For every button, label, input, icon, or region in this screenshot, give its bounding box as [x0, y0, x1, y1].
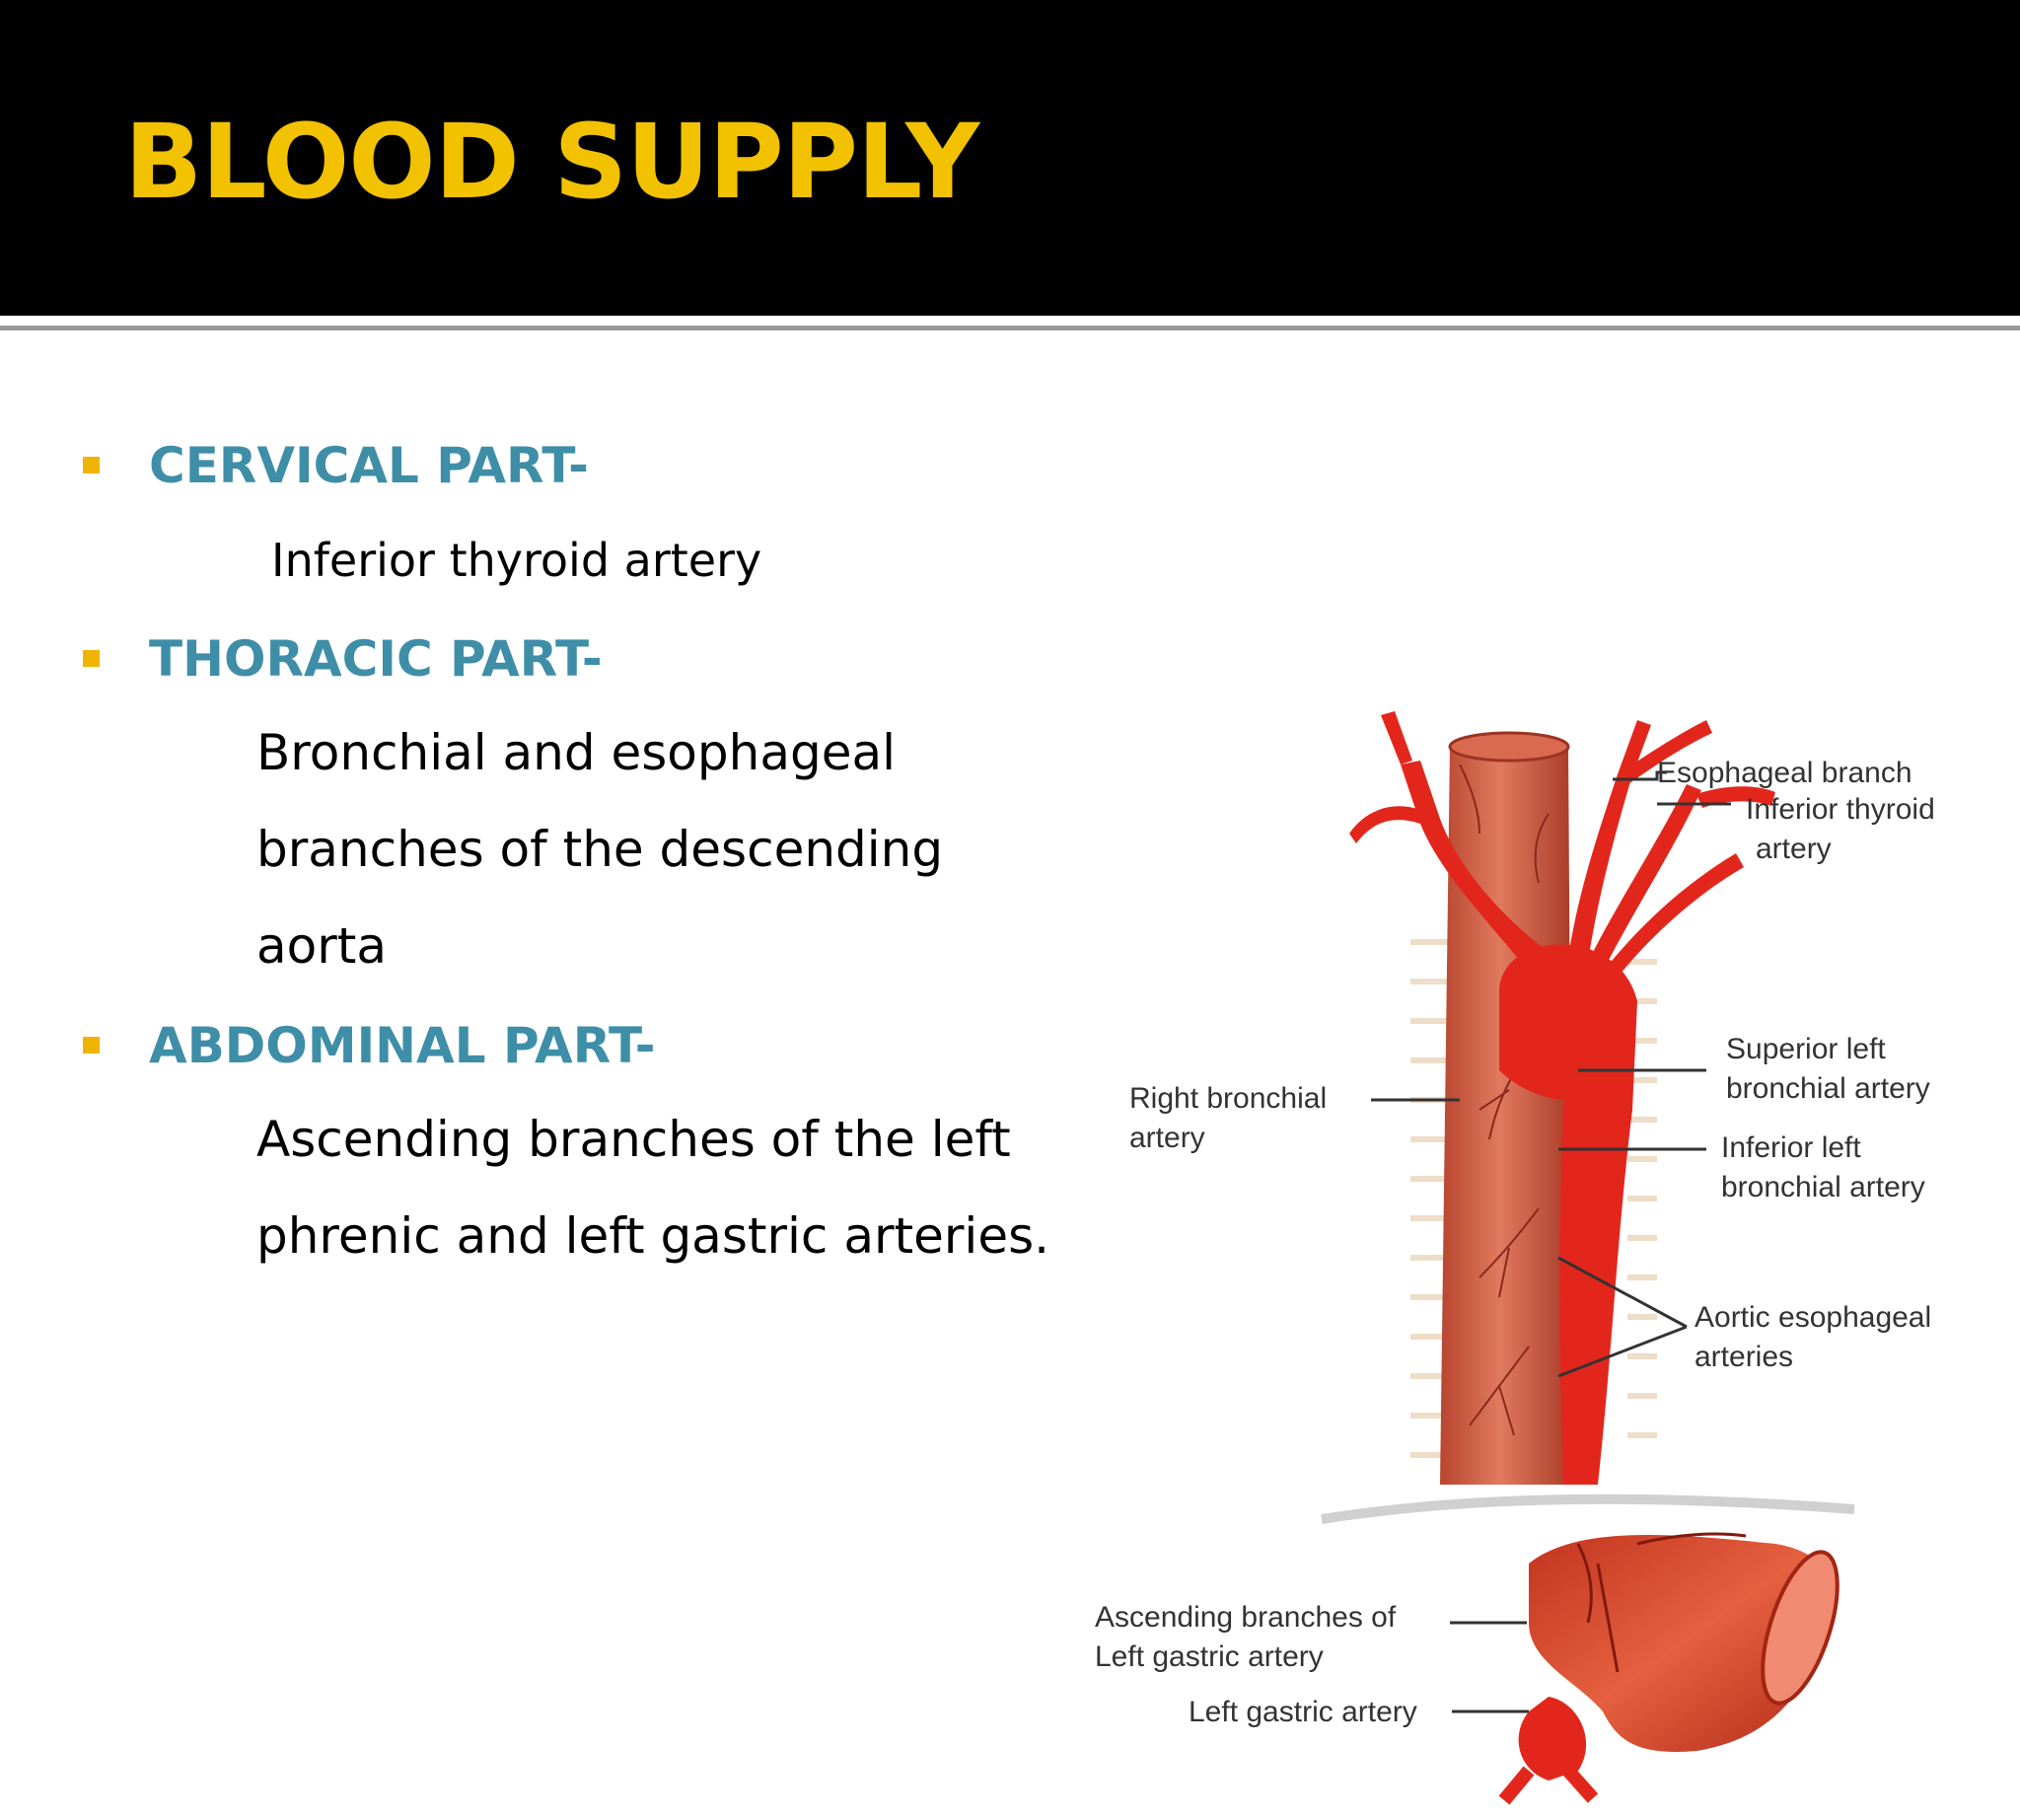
label-right-bronchial-1: Right bronchial	[1129, 1082, 1327, 1115]
label-inferior-left-2: bronchial artery	[1721, 1171, 1925, 1203]
label-aortic-esophageal-2: arteries	[1695, 1341, 1793, 1373]
heading-text: THORACIC PART-	[149, 630, 603, 688]
heading-text: ABDOMINAL PART-	[149, 1017, 656, 1074]
bullet-square-icon	[83, 1037, 100, 1054]
slide-title: BLOOD SUPPLY	[124, 102, 979, 222]
label-right-bronchial-2: artery	[1129, 1122, 1205, 1154]
title-bar: BLOOD SUPPLY	[0, 0, 2020, 316]
section-heading-thoracic: THORACIC PART-	[83, 634, 603, 684]
label-inferior-left-1: Inferior left	[1721, 1131, 1861, 1164]
section-line: aorta	[256, 917, 388, 975]
section-line: branches of the descending	[256, 821, 944, 878]
bullet-square-icon	[83, 650, 100, 667]
section-line: Bronchial and esophageal	[256, 724, 896, 781]
section-line: Ascending branches of the left	[256, 1111, 1011, 1168]
label-inferior-thyroid-2: artery	[1756, 833, 1832, 865]
label-aortic-esophageal-1: Aortic esophageal	[1695, 1301, 1931, 1334]
label-esophageal-branch: Esophageal branch	[1657, 757, 1912, 789]
diagram-illustration: Esophageal branch Inferior thyroid arter…	[1095, 711, 1935, 1805]
esophagus-blood-supply-diagram: Esophageal branch Inferior thyroid arter…	[1065, 676, 2020, 1820]
section-heading-cervical: CERVICAL PART-	[83, 441, 589, 490]
slide-content: CERVICAL PART- Inferior thyroid artery T…	[0, 330, 2020, 1805]
title-divider-white	[0, 316, 2020, 326]
section-heading-abdominal: ABDOMINAL PART-	[83, 1021, 656, 1070]
bullet-square-icon	[83, 457, 100, 473]
label-left-gastric: Left gastric artery	[1189, 1696, 1417, 1728]
label-ascending-gastric-2: Left gastric artery	[1095, 1640, 1324, 1673]
label-superior-left-1: Superior left	[1726, 1033, 1886, 1065]
section-line: phrenic and left gastric arteries.	[256, 1207, 1050, 1265]
title-divider-grey	[0, 326, 2020, 330]
label-superior-left-2: bronchial artery	[1726, 1072, 1930, 1105]
label-ascending-gastric-1: Ascending branches of	[1095, 1601, 1397, 1634]
aorta	[1349, 711, 1775, 1485]
stomach	[1498, 1532, 1840, 1805]
esophagus	[1440, 731, 1573, 1485]
section-line: Inferior thyroid artery	[271, 534, 762, 587]
heading-text: CERVICAL PART-	[149, 437, 589, 494]
label-inferior-thyroid-1: Inferior thyroid	[1746, 793, 1935, 826]
diaphragm	[1321, 1493, 1855, 1524]
